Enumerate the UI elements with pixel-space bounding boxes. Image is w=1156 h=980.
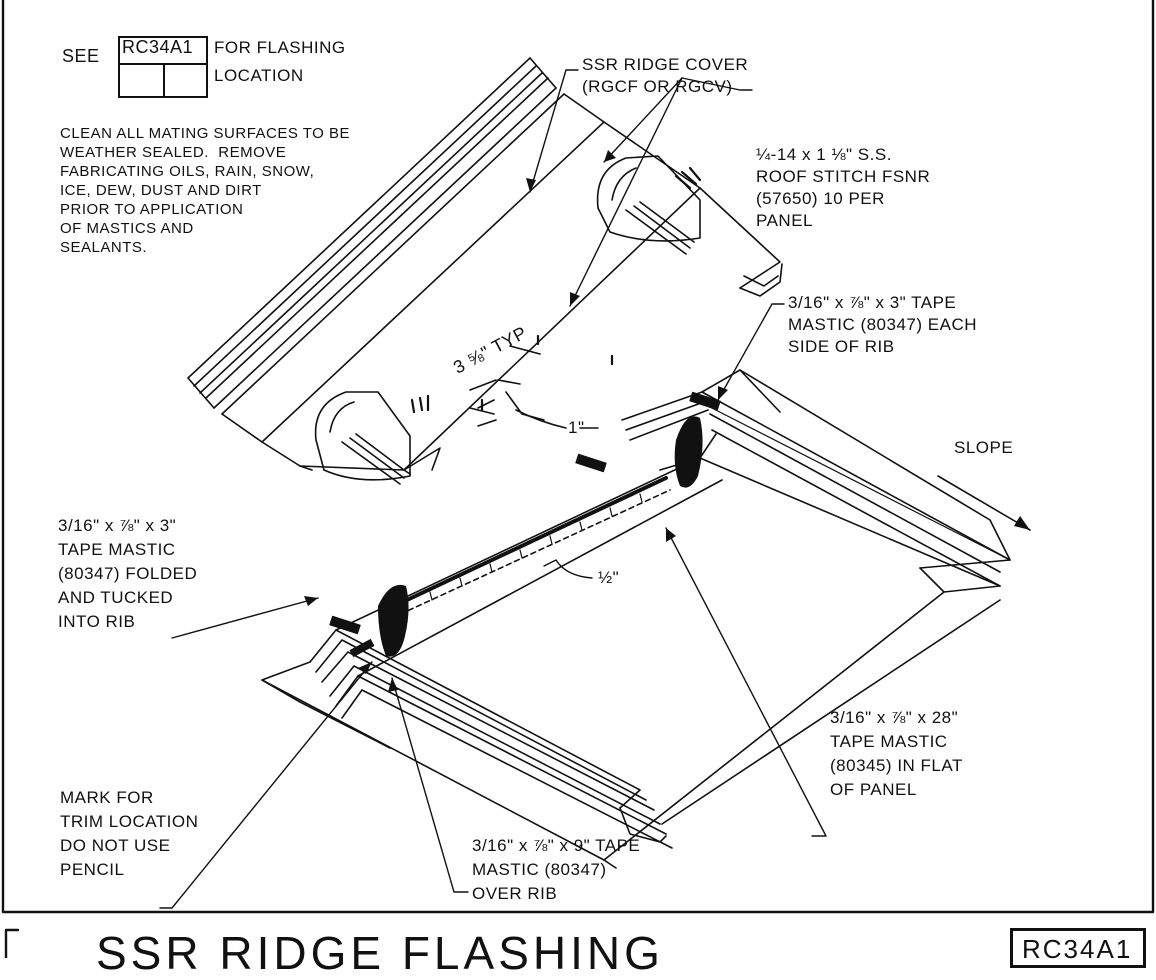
drawing-code: RC34A1 <box>1022 934 1133 964</box>
callout-tape-each-side: 3/16" x ⅞" x 3" TAPE MASTIC (80347) EACH… <box>788 293 977 356</box>
dimension-marks <box>469 345 599 429</box>
stitch-fastener-marks <box>480 334 614 412</box>
drawing-title: SSR RIDGE FLASHING <box>96 927 664 979</box>
dimension-half-inch: ½" <box>598 568 620 587</box>
dimension-one-inch: 1" <box>568 418 585 437</box>
see-reference-code: RC34A1 <box>122 37 194 57</box>
see-note-line1: FOR FLASHING <box>214 38 346 57</box>
panel-flat-mastic <box>388 476 671 619</box>
callout-ridge-cover: SSR RIDGE COVER (RGCF OR RGCV) <box>582 55 749 96</box>
frame-border <box>1 0 1155 914</box>
callout-tape-flat: 3/16" x ⅞" x 28" TAPE MASTIC (80345) IN … <box>830 708 963 799</box>
slope-arrow <box>937 475 1031 531</box>
callout-mark-trim: MARK FOR TRIM LOCATION DO NOT USE PENCIL <box>60 788 199 879</box>
callout-tape-folded: 3/16" x ⅞" x 3" TAPE MASTIC (80347) FOLD… <box>58 516 198 631</box>
title-bracket <box>4 928 20 958</box>
cleaning-note: CLEAN ALL MATING SURFACES TO BE WEATHER … <box>60 125 351 256</box>
see-prefix: SEE <box>62 46 100 66</box>
leader-lines <box>159 69 827 909</box>
callout-tape-over-rib: 3/16" x ⅞" x 9" TAPE MASTIC (80347) OVER… <box>472 836 641 903</box>
ridge-flashing-drawing <box>1 0 1155 958</box>
ridge-cover <box>187 57 783 485</box>
leader-arrowheads <box>304 150 728 692</box>
slope-label: SLOPE <box>954 438 1014 457</box>
rib-mastic-blobs <box>329 391 721 658</box>
callout-stitch-fastener: ¼-14 x 1 ⅛" S.S. ROOF STITCH FSNR (57650… <box>756 145 931 230</box>
see-reference-divider-vertical <box>163 64 165 98</box>
see-note-line2: LOCATION <box>214 66 304 85</box>
